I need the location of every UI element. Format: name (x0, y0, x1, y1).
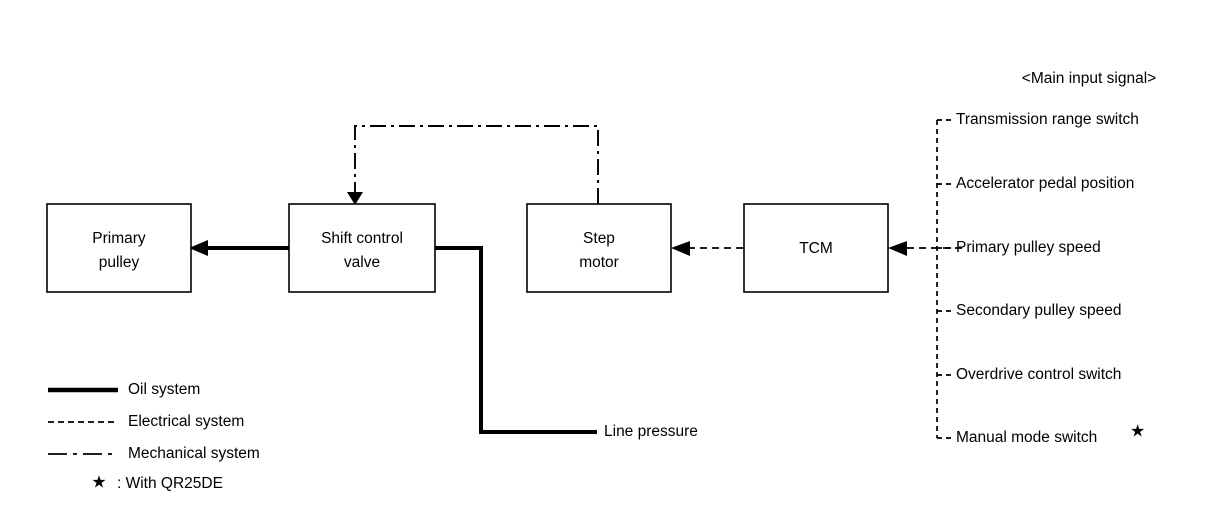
legend-mechanical-system-label: Mechanical system (128, 445, 260, 462)
legend-star-note: : With QR25DE (117, 475, 223, 492)
node-shift-control-valve-label-line2: valve (344, 254, 380, 271)
input-signal-label-manual-mode-switch: Manual mode switch (956, 429, 1097, 446)
node-tcm-box[interactable] (743, 203, 889, 293)
legend-star-icon: ★ (91, 472, 106, 491)
node-primary-pulley-label-line1: Primary (92, 230, 146, 247)
oil-link-line-pressure-path (434, 246, 597, 434)
node-shift-control-valve-label-line1: Shift control (321, 230, 403, 247)
legend-oil-system-label: Oil system (128, 381, 200, 398)
electrical-link-tcm-to-step-motor (671, 241, 743, 256)
input-signal-label-transmission-range-switch: Transmission range switch (956, 111, 1139, 128)
mechanical-link-path (354, 125, 599, 204)
legend: Oil system Electrical system Mechanical … (48, 381, 260, 492)
mechanical-link-step-motor-to-shift-control-valve (347, 125, 599, 205)
electrical-link-inputs-to-tcm (888, 241, 962, 256)
node-step-motor[interactable]: Step motor (526, 203, 672, 293)
input-signal-label-primary-pulley-speed: Primary pulley speed (956, 239, 1101, 256)
input-signal-label-secondary-pulley-speed: Secondary pulley speed (956, 302, 1121, 319)
node-primary-pulley-box[interactable] (46, 203, 192, 293)
input-signal-label-accelerator-pedal-position: Accelerator pedal position (956, 175, 1134, 192)
electrical-link-tcm-step-motor-arrowhead (671, 241, 690, 256)
node-primary-pulley[interactable]: Primary pulley (46, 203, 192, 293)
node-shift-control-valve[interactable]: Shift control valve (288, 203, 436, 293)
node-tcm-label-line1: TCM (799, 240, 833, 257)
oil-link-line-pressure (434, 246, 597, 434)
oil-link-shift-control-valve-to-primary-pulley (189, 240, 289, 256)
node-tcm[interactable]: TCM (743, 203, 889, 293)
legend-electrical-system-label: Electrical system (128, 413, 244, 430)
node-step-motor-box[interactable] (526, 203, 672, 293)
manual-mode-switch-star-icon: ★ (1130, 421, 1145, 440)
input-signal-label-overdrive-control-switch: Overdrive control switch (956, 366, 1121, 383)
main-input-signal-header: <Main input signal> (1022, 70, 1156, 87)
mechanical-link-arrowhead (347, 192, 363, 205)
electrical-link-inputs-tcm-arrowhead (888, 241, 907, 256)
node-step-motor-label-line1: Step (583, 230, 615, 247)
line-pressure-label: Line pressure (604, 423, 698, 440)
node-primary-pulley-label-line2: pulley (99, 254, 140, 271)
node-shift-control-valve-box[interactable] (288, 203, 436, 293)
oil-link-arrowhead (189, 240, 208, 256)
node-step-motor-label-line2: motor (579, 254, 619, 271)
